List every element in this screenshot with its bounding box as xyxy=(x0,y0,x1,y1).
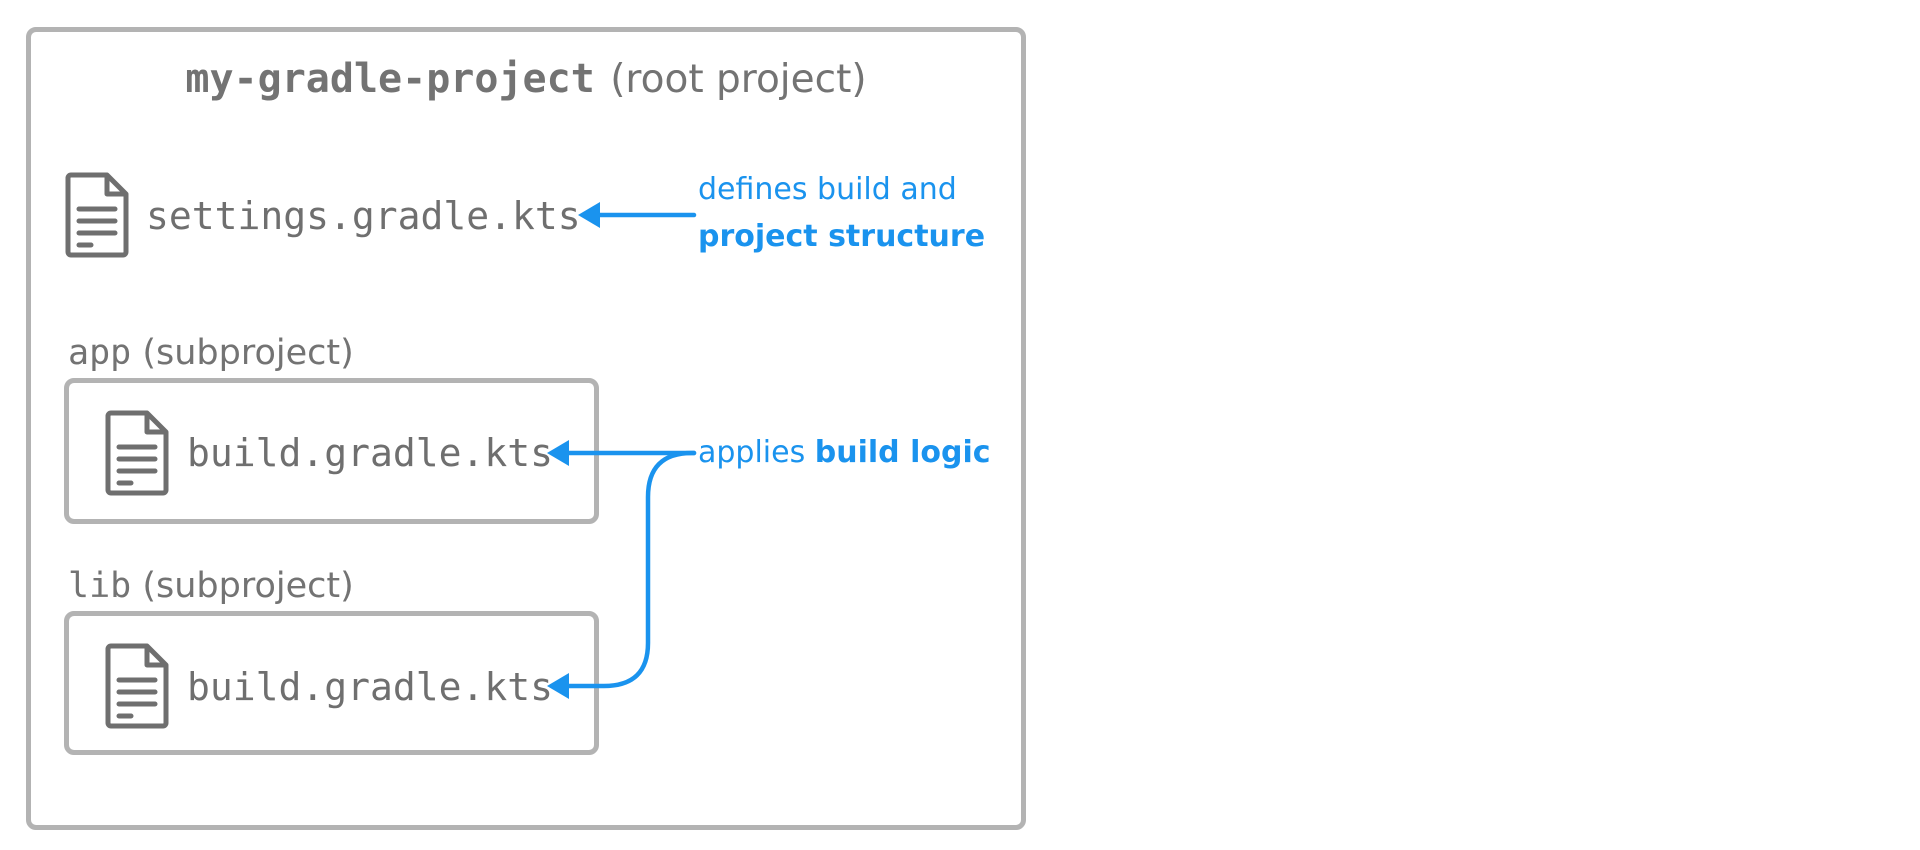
lib-build-filename: build.gradle.kts xyxy=(187,665,554,709)
arrow-left-icon xyxy=(547,440,569,466)
lib-arrow-line xyxy=(565,450,697,689)
root-project-suffix: (root project) xyxy=(610,57,867,102)
arrow-left-icon xyxy=(547,673,569,699)
applies-annotation: applies build logic xyxy=(698,433,991,473)
root-project-name: my-gradle-project xyxy=(185,56,595,102)
connector-arrows xyxy=(547,202,697,699)
root-project-box xyxy=(26,27,1026,830)
document-icon xyxy=(65,172,129,258)
settings-filename: settings.gradle.kts xyxy=(146,194,581,238)
settings-annotation-line1: defines build and xyxy=(698,172,957,207)
lib-subproject-label: lib (subproject) xyxy=(68,563,354,609)
document-icon xyxy=(105,410,169,496)
lib-subproject-suffix: (subproject) xyxy=(142,566,354,606)
root-project-title: my-gradle-project (root project) xyxy=(0,50,1052,108)
arrow-left-icon xyxy=(578,202,600,228)
app-subproject-suffix: (subproject) xyxy=(142,333,354,373)
app-build-filename: build.gradle.kts xyxy=(187,431,554,475)
lib-subproject-box xyxy=(64,611,599,755)
applies-emphasis: build logic xyxy=(814,435,991,470)
document-icon xyxy=(105,643,169,729)
lib-subproject-name: lib xyxy=(68,566,132,606)
app-subproject-name: app xyxy=(68,333,132,373)
settings-annotation-line2: project structure xyxy=(698,219,986,254)
applies-prefix: applies xyxy=(698,435,806,470)
app-subproject-label: app (subproject) xyxy=(68,330,354,376)
